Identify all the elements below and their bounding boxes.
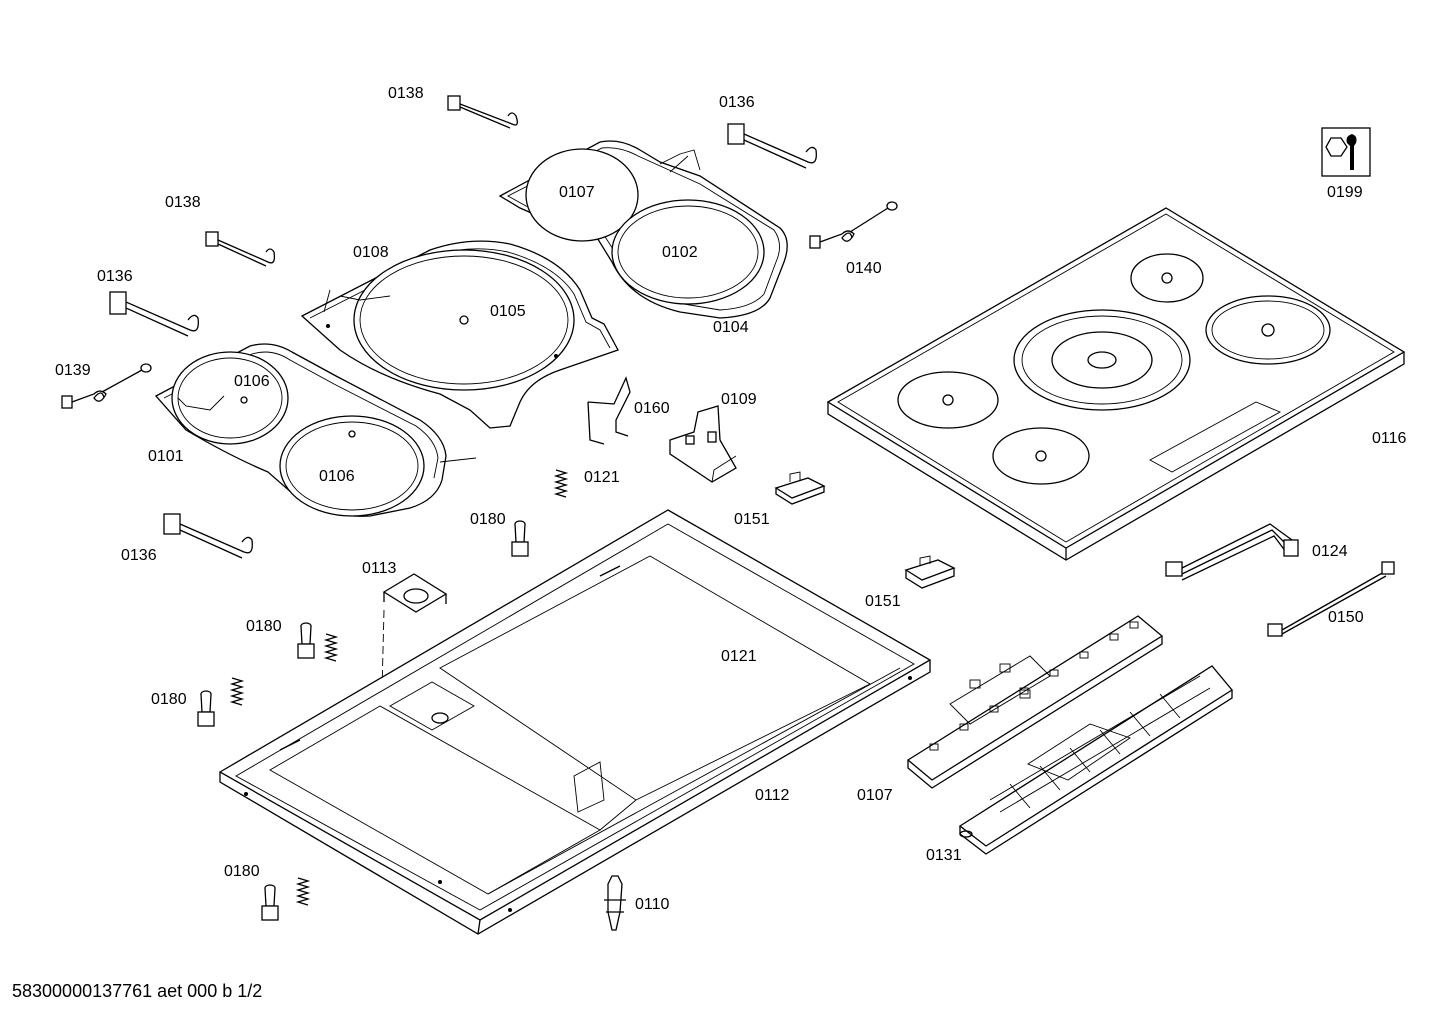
- label-0180-b: 0180: [246, 618, 282, 635]
- label-0160: 0160: [634, 400, 670, 417]
- foot-0180-a: [511, 520, 529, 557]
- glass-ceramic-top-0116: [826, 207, 1406, 561]
- label-0138-left: 0138: [165, 194, 201, 211]
- latch-0110: [604, 875, 626, 931]
- label-0136-bottom: 0136: [121, 547, 157, 564]
- label-0138-top: 0138: [388, 85, 424, 102]
- label-0102: 0102: [662, 244, 698, 261]
- spring-0121-c: [323, 633, 339, 662]
- label-0105: 0105: [490, 303, 526, 320]
- control-panel-frame-0131: [958, 665, 1233, 855]
- foot-0180-d: [261, 884, 279, 921]
- label-0151-a: 0151: [734, 511, 770, 528]
- label-0106-a: 0106: [234, 373, 270, 390]
- label-0107-board: 0107: [857, 787, 893, 804]
- sensor-0140: [809, 201, 898, 249]
- label-0136-top: 0136: [719, 94, 755, 111]
- clip-0151-a: [774, 471, 826, 505]
- clip-0151-b: [904, 555, 956, 589]
- cable-0138-top: [447, 95, 518, 129]
- label-0121-top: 0121: [584, 469, 620, 486]
- part-labels: 0138 0136 0199 0107 0102 0140 0104 0138 …: [55, 85, 1407, 913]
- label-0107-element: 0107: [559, 184, 595, 201]
- label-0140: 0140: [846, 260, 882, 277]
- label-0109: 0109: [721, 391, 757, 408]
- label-0131: 0131: [926, 847, 962, 864]
- label-0180-a: 0180: [470, 511, 506, 528]
- label-0199: 0199: [1327, 184, 1363, 201]
- label-0139: 0139: [55, 362, 91, 379]
- label-0110: 0110: [635, 896, 670, 913]
- heating-tray-0101: [154, 343, 477, 517]
- cable-0136-left: [109, 291, 199, 337]
- bracket-0109: [669, 405, 737, 483]
- bracket-0160: [587, 376, 631, 445]
- tool-wrench-icon: [1321, 127, 1371, 177]
- label-0108: 0108: [353, 244, 389, 261]
- label-0180-c: 0180: [151, 691, 187, 708]
- cable-0138-left: [205, 231, 276, 267]
- spring-0121-d: [229, 677, 245, 706]
- label-0116: 0116: [1372, 430, 1407, 447]
- label-0112: 0112: [755, 787, 790, 804]
- label-0101: 0101: [148, 448, 184, 465]
- cable-0136-bottom: [163, 513, 253, 559]
- label-0104: 0104: [713, 319, 749, 336]
- foot-0180-b: [297, 622, 315, 659]
- cable-0124: [1165, 523, 1299, 581]
- control-board-0107: [906, 615, 1164, 789]
- sensor-0139: [61, 363, 152, 409]
- cable-0150: [1267, 561, 1395, 637]
- foot-0180-c: [197, 690, 215, 727]
- label-0136-left: 0136: [97, 268, 133, 285]
- cable-0136-top: [727, 123, 817, 169]
- bracket-0113: [381, 573, 448, 691]
- spring-0121-a: [553, 469, 569, 498]
- heating-tray-0104: [498, 140, 788, 319]
- document-id-footer: 58300000137761 aet 000 b 1/2: [12, 981, 263, 1001]
- label-0180-d: 0180: [224, 863, 260, 880]
- label-0151-b: 0151: [865, 593, 901, 610]
- label-0106-b: 0106: [319, 468, 355, 485]
- spring-0121-e: [295, 877, 311, 906]
- housing-frame-0112: [218, 509, 932, 935]
- label-0121-mid: 0121: [721, 648, 757, 665]
- label-0113: 0113: [362, 560, 397, 577]
- heating-tray-0108: [300, 240, 619, 429]
- label-0150: 0150: [1328, 609, 1364, 626]
- label-0124: 0124: [1312, 543, 1348, 560]
